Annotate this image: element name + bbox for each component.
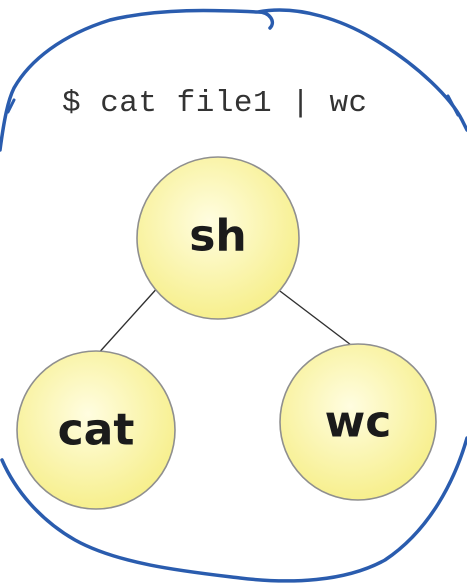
node-label-wc: wc <box>325 397 392 448</box>
tree-node-cat: cat <box>16 350 176 510</box>
tree-node-sh: sh <box>136 156 300 320</box>
tree-node-wc: wc <box>279 343 437 501</box>
edge-sh-to-wc <box>271 284 356 349</box>
annotation-tick-mark <box>6 98 16 114</box>
shell-command-text: $ cat file1 | wc <box>62 86 368 121</box>
edge-sh-to-cat <box>95 284 161 357</box>
node-label-sh: sh <box>189 211 247 262</box>
annotation-right-mark <box>446 94 460 117</box>
node-label-cat: cat <box>58 405 135 456</box>
